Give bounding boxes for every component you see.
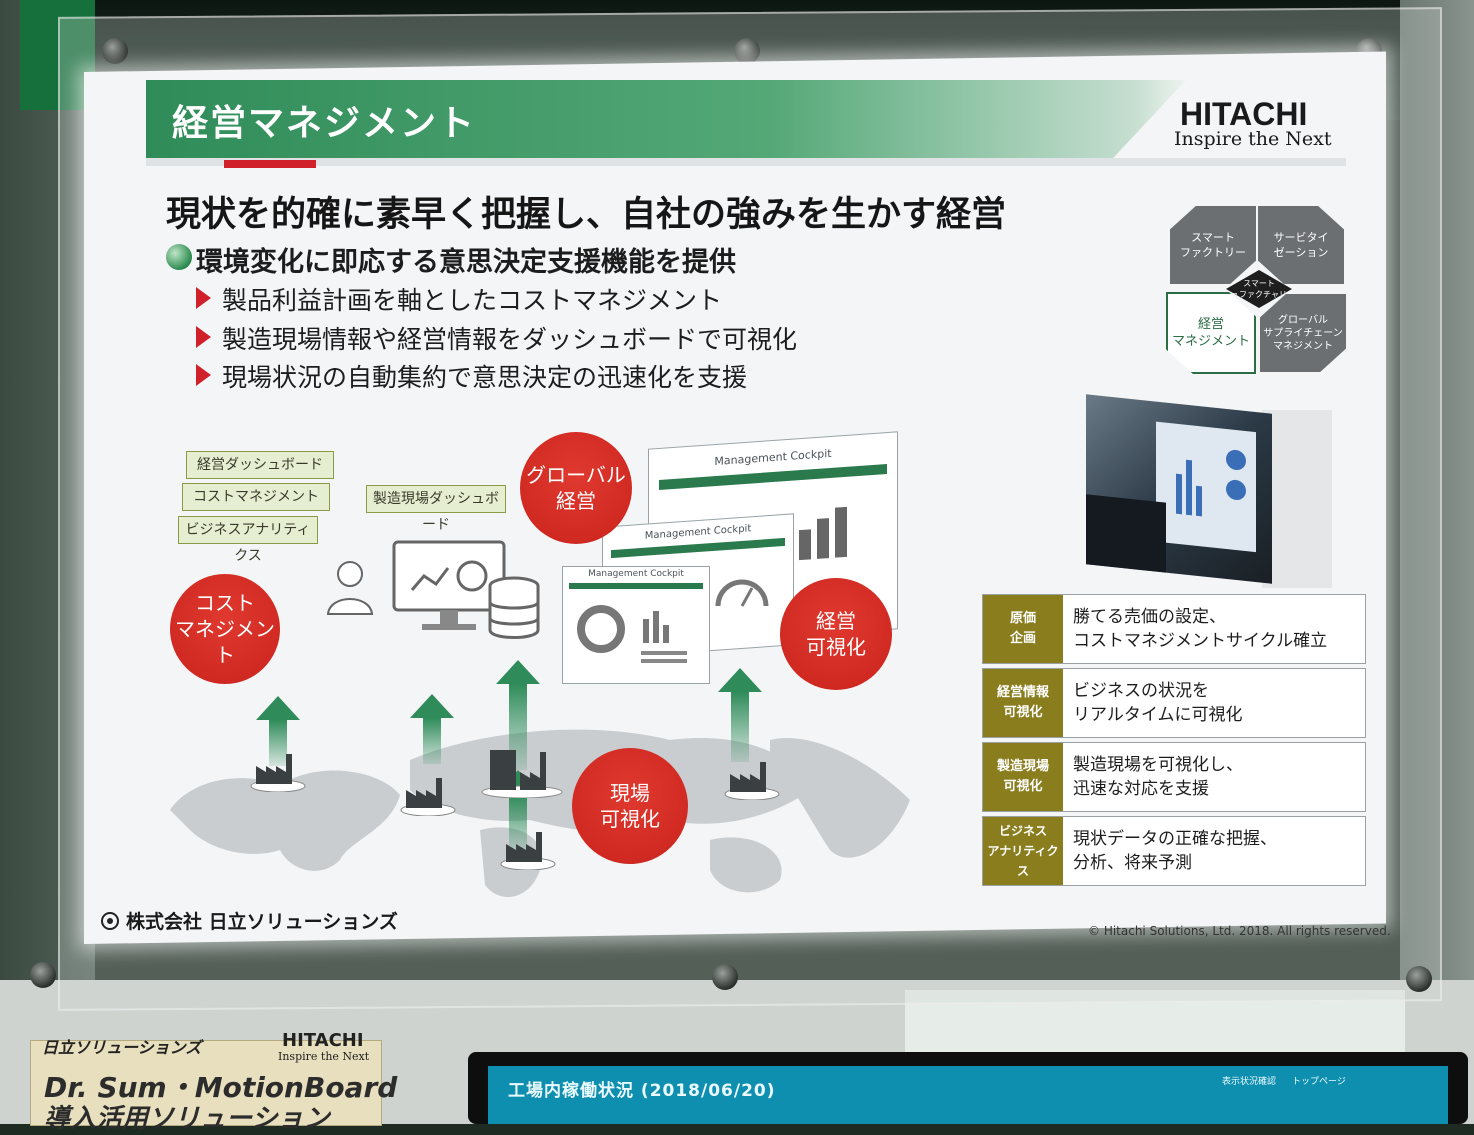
pie-chart-icon — [577, 605, 687, 663]
table-row: 製造現場可視化 製造現場を可視化し、迅速な対応を支援 — [982, 742, 1366, 812]
table-row: 経営情報可視化 ビジネスの状況をリアルタイムに可視化 — [982, 668, 1366, 738]
factory-icon — [724, 762, 780, 800]
photo-content — [1086, 421, 1256, 573]
cockpit-window-title: Management Cockpit — [588, 569, 684, 579]
bullet-sphere-icon — [166, 244, 192, 270]
standoff-bolt — [102, 38, 128, 64]
cockpit-window-bar — [569, 583, 703, 589]
circle-label: マネジメント — [175, 617, 275, 667]
table-row-desc: ビジネスの状況をリアルタイムに可視化 — [1073, 681, 1243, 725]
background-right — [1400, 0, 1474, 1124]
circle-factory-visualization: 現場可視化 — [572, 748, 688, 864]
table-row-label: ビジネスアナリティクス — [983, 817, 1063, 885]
monitor-status-button[interactable]: 表示状況確認 — [1222, 1077, 1277, 1087]
table-row-desc: 勝てる売価の設定、コストマネジメントサイクル確立 — [1073, 607, 1328, 651]
company-mark-icon — [101, 911, 119, 930]
up-arrow-icon — [256, 696, 300, 766]
tag-factory-dashboard: 製造現場ダッシュボード — [366, 485, 506, 533]
booth-solution: 導入活用ソリューション — [44, 1104, 330, 1134]
monitor-title: 工場内稼働状況 (2018/06/20) — [508, 1081, 776, 1101]
nav-servitization: サービタイ ゼーション — [1258, 206, 1344, 284]
office-building-icon — [481, 750, 563, 798]
background-green-panel — [20, 0, 95, 110]
table-row-desc: 製造現場を可視化し、迅速な対応を支援 — [1073, 755, 1243, 799]
circle-label: グローバル — [526, 463, 626, 487]
nav-global-supply-chain: グローバル サプライチェーン マネジメント — [1260, 294, 1346, 372]
tag-cost-management: コストマネジメント — [182, 483, 330, 511]
standoff-bolt — [712, 964, 738, 990]
factory-icon — [250, 754, 306, 792]
hitachi-logo: HITACHI — [1180, 96, 1308, 132]
main-bullet: 環境変化に即応する意思決定支援機能を提供 — [196, 247, 736, 278]
table-row: 原価企画 勝てる売価の設定、コストマネジメントサイクル確立 — [982, 594, 1366, 664]
tag-management-dashboard: 経営ダッシュボード — [186, 451, 334, 479]
header-accent — [224, 160, 316, 168]
user-icon — [326, 561, 374, 615]
booth-product: Dr. Sum・MotionBoard — [44, 1071, 398, 1104]
company-name: 株式会社 日立ソリューションズ — [100, 907, 398, 934]
monitor-screen — [488, 1066, 1448, 1124]
database-icon — [488, 576, 540, 639]
background-left — [0, 0, 95, 1124]
circle-global-management: グローバル経営 — [520, 432, 632, 544]
factory-icon — [500, 832, 556, 870]
circle-label: 可視化 — [806, 635, 866, 659]
cockpit-window-back: Management Cockpit — [648, 431, 898, 647]
red-triangle-icon — [196, 364, 211, 386]
circle-label: コスト — [195, 591, 255, 615]
circle-label: 可視化 — [600, 807, 660, 831]
circle-management-visualization: 経営可視化 — [780, 578, 892, 690]
table-row-desc: 現状データの正確な把握、分析、将来予測 — [1073, 829, 1277, 873]
table-row-label: 原価企画 — [983, 595, 1063, 663]
booth-maker: 日立ソリューションズ — [42, 1038, 202, 1057]
table-row-label: 製造現場可視化 — [983, 743, 1063, 811]
booth-hitachi-logo: HITACHI — [282, 1030, 364, 1051]
bar-chart-icon — [799, 506, 847, 561]
analytics-monitor-icon — [392, 540, 506, 630]
booth-hitachi-tagline: Inspire the Next — [278, 1050, 370, 1063]
sub-bullet: 製品利益計画を軸としたコストマネジメント — [222, 286, 723, 315]
cockpit-window-front: Management Cockpit — [562, 566, 710, 684]
gauge-icon — [715, 579, 769, 607]
standoff-bolt — [1406, 966, 1432, 992]
table-row-label: 経営情報可視化 — [983, 669, 1063, 737]
company-name-text: 株式会社 日立ソリューションズ — [126, 911, 398, 933]
up-arrow-icon — [496, 660, 540, 770]
circle-label: 経営 — [816, 609, 856, 633]
copyright: © Hitachi Solutions, Ltd. 2018. All righ… — [1088, 924, 1391, 938]
standoff-bolt — [734, 38, 760, 64]
factory-icon — [400, 778, 456, 816]
dashboard-photo — [1086, 394, 1272, 584]
red-triangle-icon — [196, 287, 211, 309]
header-band — [146, 80, 1186, 158]
red-triangle-icon — [196, 326, 211, 348]
circle-label: 経営 — [556, 489, 596, 513]
sub-bullet: 製造現場情報や経営情報をダッシュボードで可視化 — [222, 325, 798, 354]
standoff-bolt — [30, 962, 56, 988]
monitor-top-button[interactable]: トップページ — [1292, 1077, 1346, 1087]
table-row: ビジネスアナリティクス 現状データの正確な把握、分析、将来予測 — [982, 816, 1366, 886]
header-rule — [146, 158, 1346, 166]
booth-sign — [30, 1040, 382, 1126]
circle-cost-management: コストマネジメント — [170, 574, 280, 684]
hitachi-tagline: Inspire the Next — [1174, 128, 1332, 150]
nav-management: 経営 マネジメント — [1166, 292, 1256, 374]
sub-bullet: 現場状況の自動集約で意思決定の迅速化を支援 — [222, 363, 748, 392]
up-arrow-icon — [718, 668, 762, 762]
tag-business-analytics: ビジネスアナリティクス — [178, 516, 318, 564]
photo-shadow — [1262, 410, 1332, 588]
circle-label: 現場 — [610, 781, 650, 805]
nav-smart-factory: スマート ファクトリー — [1170, 206, 1256, 284]
up-arrow-icon — [410, 694, 454, 764]
headline: 現状を的確に素早く把握し、自社の強みを生かす経営 — [166, 195, 1007, 235]
poster-title: 経営マネジメント — [172, 103, 477, 144]
